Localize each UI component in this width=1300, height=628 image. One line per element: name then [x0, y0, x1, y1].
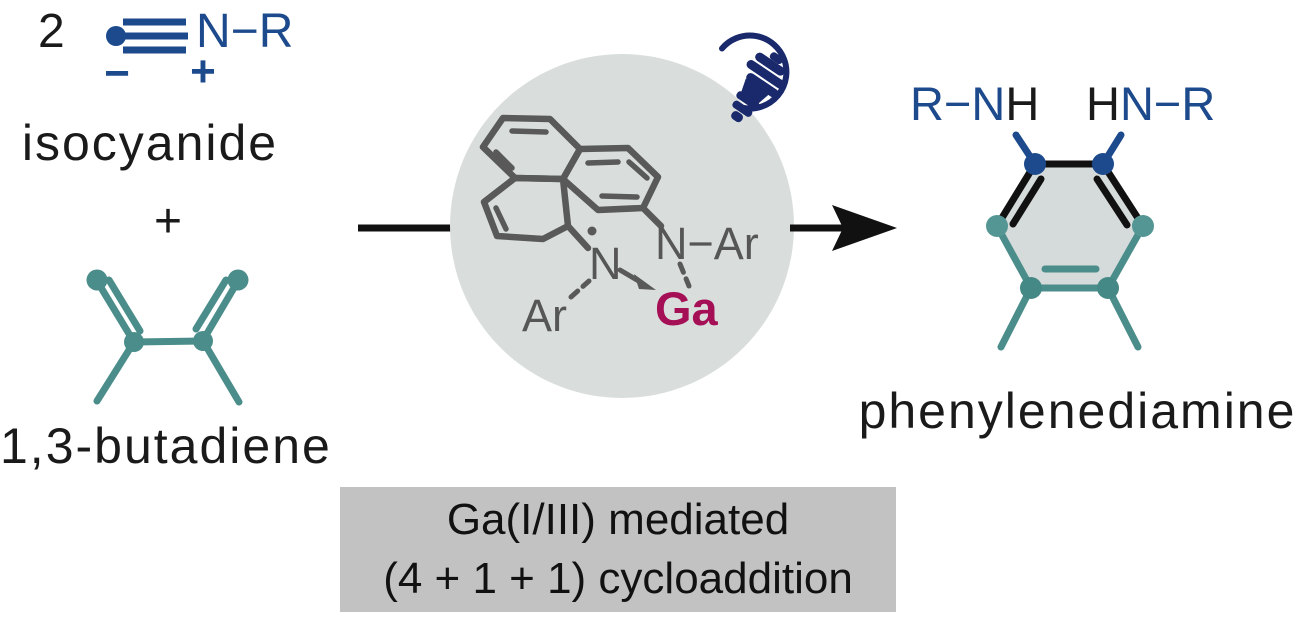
- ligand-structure: [479, 114, 692, 300]
- catalyst-n-label: N: [589, 238, 622, 289]
- butadiene-label: 1,3-butadiene: [0, 418, 332, 474]
- catalyst-circle: [450, 54, 794, 398]
- catalyst-n-ar-label: N−Ar: [655, 218, 759, 269]
- product-amine-right: HN−R: [1086, 80, 1215, 127]
- butadiene-structure: [86, 269, 249, 406]
- caption-box: Ga(I/III) mediated (4 + 1 + 1) cycloaddi…: [340, 487, 896, 612]
- plus-charge: +: [190, 47, 216, 96]
- gallium-label: Ga: [655, 282, 718, 335]
- donor-arrow: [617, 267, 656, 290]
- catalyst-ar-label: Ar: [522, 290, 567, 341]
- lightbulb-icon: [719, 32, 790, 123]
- product-label: phenylenediamine: [858, 383, 1297, 439]
- isocyanide-label: isocyanide: [21, 115, 279, 171]
- product-structure: [986, 131, 1154, 351]
- radical-dot: [587, 226, 597, 236]
- amine-right-nr: N−R: [1119, 77, 1216, 130]
- isocyanide-structure: [106, 18, 188, 54]
- product-amine-left: R−NH: [910, 80, 1039, 127]
- lightbulb-circle: [719, 32, 790, 112]
- stoichiometric-coefficient: 2: [38, 5, 65, 58]
- minus-charge: −: [104, 49, 130, 98]
- caption-line1: Ga(I/III) mediated: [446, 495, 790, 545]
- amine-left-h: H: [1005, 77, 1040, 130]
- amine-right-h: H: [1086, 77, 1120, 130]
- isocyanide-formula: N−R: [196, 5, 294, 58]
- reaction-arrow-head: [790, 205, 897, 251]
- caption-line2: (4 + 1 + 1) cycloaddition: [383, 553, 853, 603]
- plus-sign: +: [153, 195, 183, 248]
- amine-left-rn: R−N: [910, 77, 1006, 130]
